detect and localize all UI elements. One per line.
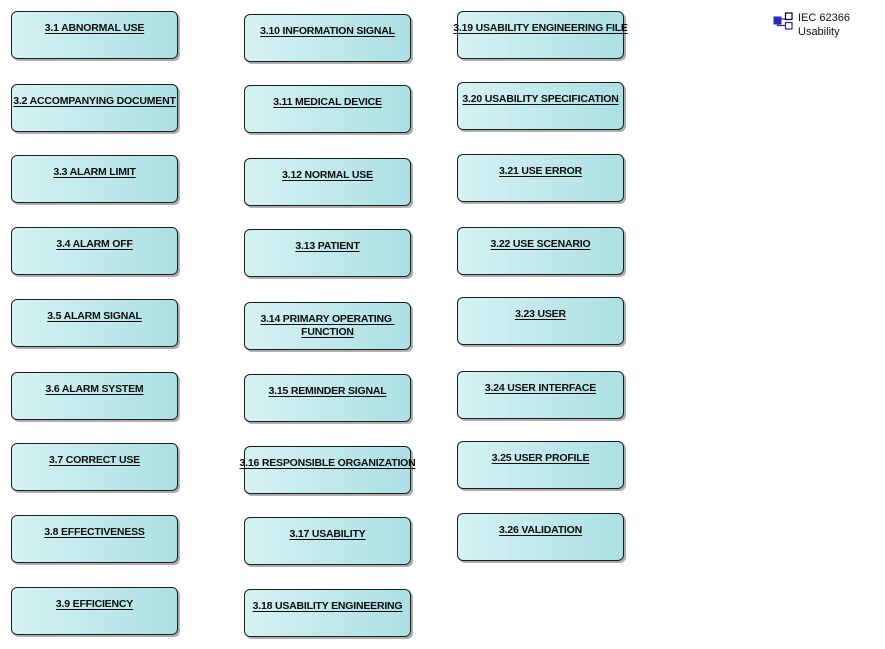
term-box-label: 3.4 ALARM OFF xyxy=(56,238,133,250)
term-box[interactable]: 3.22 USE SCENARIO xyxy=(457,227,624,275)
term-box-label: 3.8 EFFECTIVENESS xyxy=(44,526,145,538)
legend-subtitle: Usability xyxy=(798,26,840,38)
term-box-label: 3.14 PRIMARY OPERATING FUNCTION xyxy=(260,313,392,338)
term-box[interactable]: 3.9 EFFICIENCY xyxy=(11,587,178,635)
term-box-label: 3.15 REMINDER SIGNAL xyxy=(268,385,387,397)
term-box-label: 3.7 CORRECT USE xyxy=(49,454,140,466)
diagram-legend: IEC 62366 Usability xyxy=(773,11,850,39)
term-box[interactable]: 3.2 ACCOMPANYING DOCUMENT xyxy=(11,84,178,132)
term-box[interactable]: 3.14 PRIMARY OPERATING FUNCTION xyxy=(244,302,411,350)
term-box-label: 3.20 USABILITY SPECIFICATION xyxy=(462,93,619,105)
legend-title: IEC 62366 xyxy=(798,12,850,24)
term-box[interactable]: 3.3 ALARM LIMIT xyxy=(11,155,178,203)
term-box-label: 3.18 USABILITY ENGINEERING xyxy=(252,600,403,612)
term-box[interactable]: 3.18 USABILITY ENGINEERING xyxy=(244,589,411,637)
term-box[interactable]: 3.23 USER xyxy=(457,297,624,345)
term-box-label: 3.25 USER PROFILE xyxy=(491,452,590,464)
term-box-label: 3.13 PATIENT xyxy=(295,240,360,252)
term-box-label: 3.10 INFORMATION SIGNAL xyxy=(260,25,395,37)
term-box-label: 3.22 USE SCENARIO xyxy=(490,238,591,250)
term-box-label: 3.2 ACCOMPANYING DOCUMENT xyxy=(13,95,176,107)
term-box[interactable]: 3.19 USABILITY ENGINEERING FILE xyxy=(453,11,628,59)
term-box[interactable]: 3.12 NORMAL USE xyxy=(244,158,411,206)
term-box[interactable]: 3.6 ALARM SYSTEM xyxy=(11,372,178,420)
term-box-label: 3.5 ALARM SIGNAL xyxy=(47,310,142,322)
term-box[interactable]: 3.10 INFORMATION SIGNAL xyxy=(244,14,411,62)
term-box-label: 3.24 USER INTERFACE xyxy=(484,382,597,394)
term-box[interactable]: 3.5 ALARM SIGNAL xyxy=(11,299,178,347)
term-box[interactable]: 3.21 USE ERROR xyxy=(457,154,624,202)
term-box[interactable]: 3.26 VALIDATION xyxy=(457,513,624,561)
term-box-label: 3.3 ALARM LIMIT xyxy=(53,166,136,178)
term-box-label: 3.26 VALIDATION xyxy=(499,524,582,536)
term-box-label: 3.1 ABNORMAL USE xyxy=(44,22,145,34)
term-box[interactable]: 3.13 PATIENT xyxy=(244,229,411,277)
term-box[interactable]: 3.17 USABILITY xyxy=(244,517,411,565)
diagram-icon xyxy=(773,12,793,31)
term-box-label: 3.9 EFFICIENCY xyxy=(55,598,134,610)
term-box-label: 3.11 MEDICAL DEVICE xyxy=(273,96,382,108)
term-box[interactable]: 3.11 MEDICAL DEVICE xyxy=(244,85,411,133)
term-box[interactable]: 3.7 CORRECT USE xyxy=(11,443,178,491)
term-box-label: 3.19 USABILITY ENGINEERING FILE xyxy=(453,22,628,34)
term-box-label: 3.21 USE ERROR xyxy=(499,165,582,177)
term-box[interactable]: 3.15 REMINDER SIGNAL xyxy=(244,374,411,422)
term-box[interactable]: 3.20 USABILITY SPECIFICATION xyxy=(457,82,624,130)
term-box[interactable]: 3.24 USER INTERFACE xyxy=(457,371,624,419)
term-box-label: 3.17 USABILITY xyxy=(289,528,366,540)
term-box-label: 3.16 RESPONSIBLE ORGANIZATION xyxy=(239,457,416,469)
term-box[interactable]: 3.4 ALARM OFF xyxy=(11,227,178,275)
term-box[interactable]: 3.1 ABNORMAL USE xyxy=(11,11,178,59)
term-box-label: 3.6 ALARM SYSTEM xyxy=(45,383,144,395)
term-box[interactable]: 3.8 EFFECTIVENESS xyxy=(11,515,178,563)
term-box[interactable]: 3.25 USER PROFILE xyxy=(457,441,624,489)
term-box-label: 3.23 USER xyxy=(515,308,566,320)
term-box-label: 3.12 NORMAL USE xyxy=(282,169,373,181)
term-box[interactable]: 3.16 RESPONSIBLE ORGANIZATION xyxy=(239,446,416,494)
